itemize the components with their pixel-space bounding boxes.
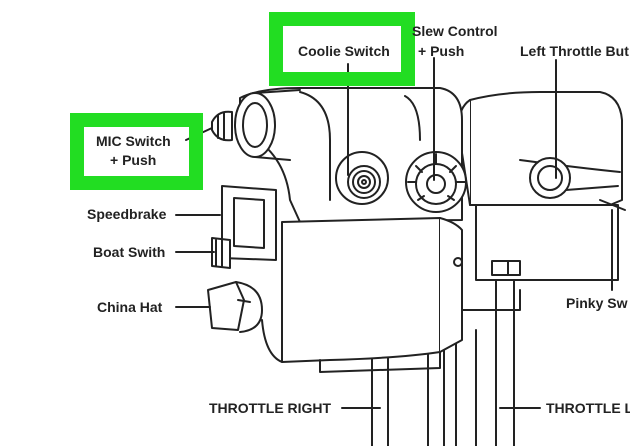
pinky-switch-label: Pinky Sw [566, 295, 628, 311]
mic-switch-push-label: + Push [110, 152, 157, 168]
china-hat-label: China Hat [97, 299, 163, 315]
right-grip-switch [491, 260, 521, 276]
slew-control-push-label: + Push [418, 43, 465, 59]
slew-control-label: Slew Control [412, 23, 498, 39]
slew-control [405, 151, 467, 213]
speedbrake-label: Speedbrake [87, 206, 167, 222]
mic-switch-highlight [70, 113, 203, 190]
left-throttle-button [529, 157, 571, 199]
side-switch-cluster [207, 185, 277, 333]
coolie-switch [335, 151, 389, 205]
throttle-right-label: THROTTLE RIGHT [209, 400, 332, 416]
mic-switch-knob [211, 110, 233, 142]
right-throttle-grip [457, 91, 626, 281]
coolie-switch-highlight [269, 12, 415, 86]
coolie-switch-label: Coolie Switch [298, 43, 390, 59]
left-throttle-button-label: Left Throttle But [520, 43, 629, 59]
throttle-left-label: THROTTLE L [546, 400, 630, 416]
boat-switch-label: Boat Swith [93, 244, 166, 260]
mic-switch-label: MIC Switch [96, 133, 171, 149]
